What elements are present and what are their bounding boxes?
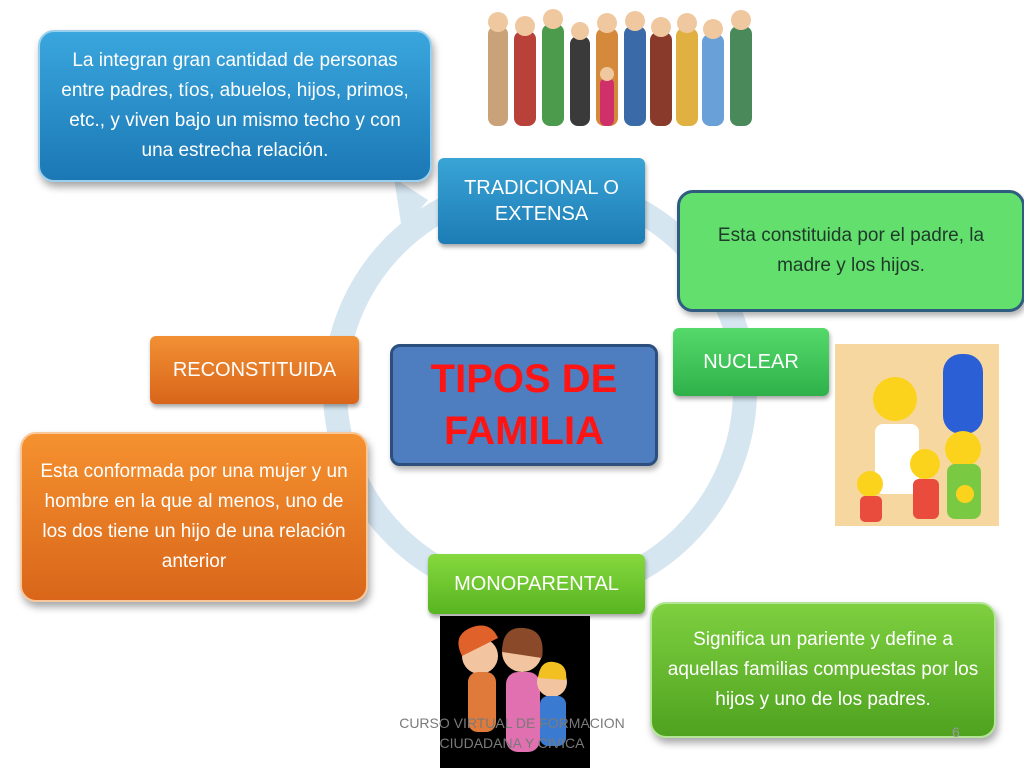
reconstituida-description-text: Esta conformada por una mujer y un hombr… [40,461,348,572]
center-title-line1: TIPOS DE [430,357,618,401]
node-reconstituida-label: RECONSTITUIDA [172,359,337,381]
node-tradicional: TRADICIONAL O EXTENSA [438,158,645,244]
node-tradicional-label: TRADICIONAL O EXTENSA [464,177,619,225]
center-title-line2: FAMILIA [444,409,604,453]
node-nuclear-label: NUCLEAR [703,351,799,373]
nuclear-description-text: Esta constituida por el padre, la madre … [717,225,985,276]
node-monoparental: MONOPARENTAL [428,554,645,614]
node-reconstituida: RECONSTITUIDA [150,336,359,404]
center-title: TIPOS DE FAMILIA [390,344,658,466]
footer-line2: CIUDADANA Y CIVICA [439,735,585,751]
reconstituida-description: Esta conformada por una mujer y un hombr… [20,432,368,602]
footer-line1: CURSO VIRTUAL DE FORMACION [399,715,625,731]
monoparental-description: Significa un pariente y define a aquella… [650,602,996,738]
monoparental-description-text: Significa un pariente y define a aquella… [667,629,979,710]
tradicional-description: La integran gran cantidad de personas en… [38,30,432,182]
cycle-arrow-icon [394,178,428,230]
node-monoparental-label: MONOPARENTAL [454,573,619,595]
single-parent-family-image [440,616,590,768]
nuclear-description: Esta constituida por el padre, la madre … [677,190,1024,312]
extended-family-image [484,6,762,140]
footer: CURSO VIRTUAL DE FORMACION CIUDADANA Y C… [392,713,632,753]
node-nuclear: NUCLEAR [673,328,829,396]
tradicional-description-text: La integran gran cantidad de personas en… [61,50,409,161]
page-number: 6 [952,724,960,740]
nuclear-family-image [835,344,999,526]
